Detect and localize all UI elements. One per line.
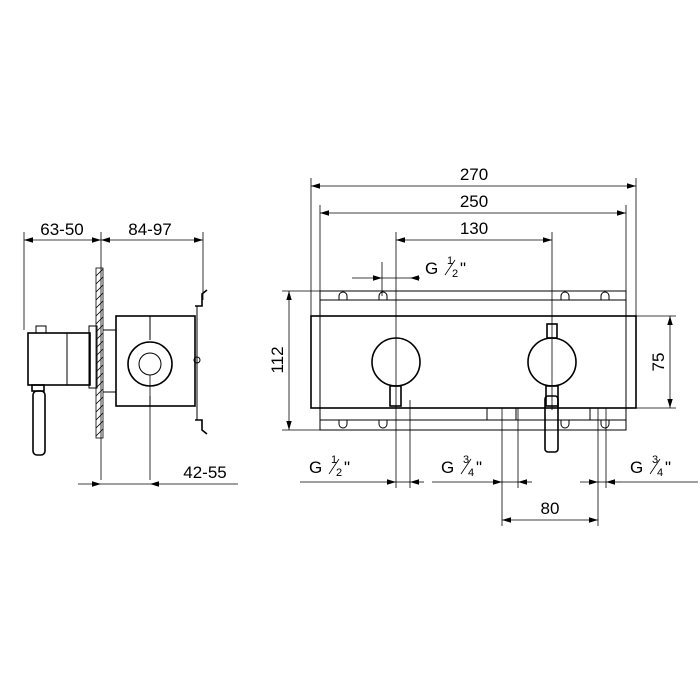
svg-text:1: 1 [447, 255, 453, 267]
wall-hatch [95, 267, 104, 439]
svg-text:4: 4 [657, 467, 663, 479]
lever [32, 390, 46, 456]
svg-text:G: G [630, 458, 643, 477]
cover-plate [310, 315, 637, 409]
svg-text:4: 4 [468, 467, 474, 479]
svg-text:": " [344, 458, 350, 477]
dim-label-63-50: 63-50 [40, 220, 83, 239]
concealed-body [115, 315, 196, 407]
dim-label-42-55: 42-55 [183, 463, 226, 482]
svg-text:1: 1 [331, 454, 337, 466]
dim-label-130: 130 [460, 219, 488, 238]
svg-text:2: 2 [452, 268, 458, 280]
svg-text:": " [476, 458, 482, 477]
dim-label-75: 75 [649, 353, 668, 372]
outlet-circle [127, 341, 173, 387]
mounting-frame [319, 290, 627, 431]
front-view: 270 250 130 G 1 2 " 112 75 [268, 165, 698, 526]
knob-body [27, 332, 91, 386]
thread-label-bottom-right: G 3 4 " [630, 454, 671, 479]
handle-right [527, 323, 577, 453]
svg-text:": " [460, 259, 466, 278]
svg-text:3: 3 [652, 454, 658, 466]
dim-label-270: 270 [460, 165, 488, 184]
svg-text:": " [665, 458, 671, 477]
svg-text:G: G [441, 458, 454, 477]
thread-label-bottom-middle: G 3 4 " [441, 454, 482, 479]
dim-label-84-97: 84-97 [128, 220, 171, 239]
svg-text:2: 2 [336, 467, 342, 479]
thread-label-bottom-left: G 1 2 " [309, 454, 350, 479]
dim-label-250: 250 [460, 192, 488, 211]
keyhole-slots [338, 291, 610, 429]
handle-left [371, 337, 421, 407]
dim-label-80: 80 [541, 499, 560, 518]
svg-text:G: G [425, 259, 438, 278]
mounting-bracket [195, 289, 208, 435]
svg-text:G: G [309, 458, 322, 477]
svg-text:3: 3 [463, 454, 469, 466]
thread-label-top: G 1 2 " [425, 255, 466, 280]
dim-label-112: 112 [268, 346, 287, 373]
side-view: 63-50 84-97 42-55 [23, 220, 238, 487]
